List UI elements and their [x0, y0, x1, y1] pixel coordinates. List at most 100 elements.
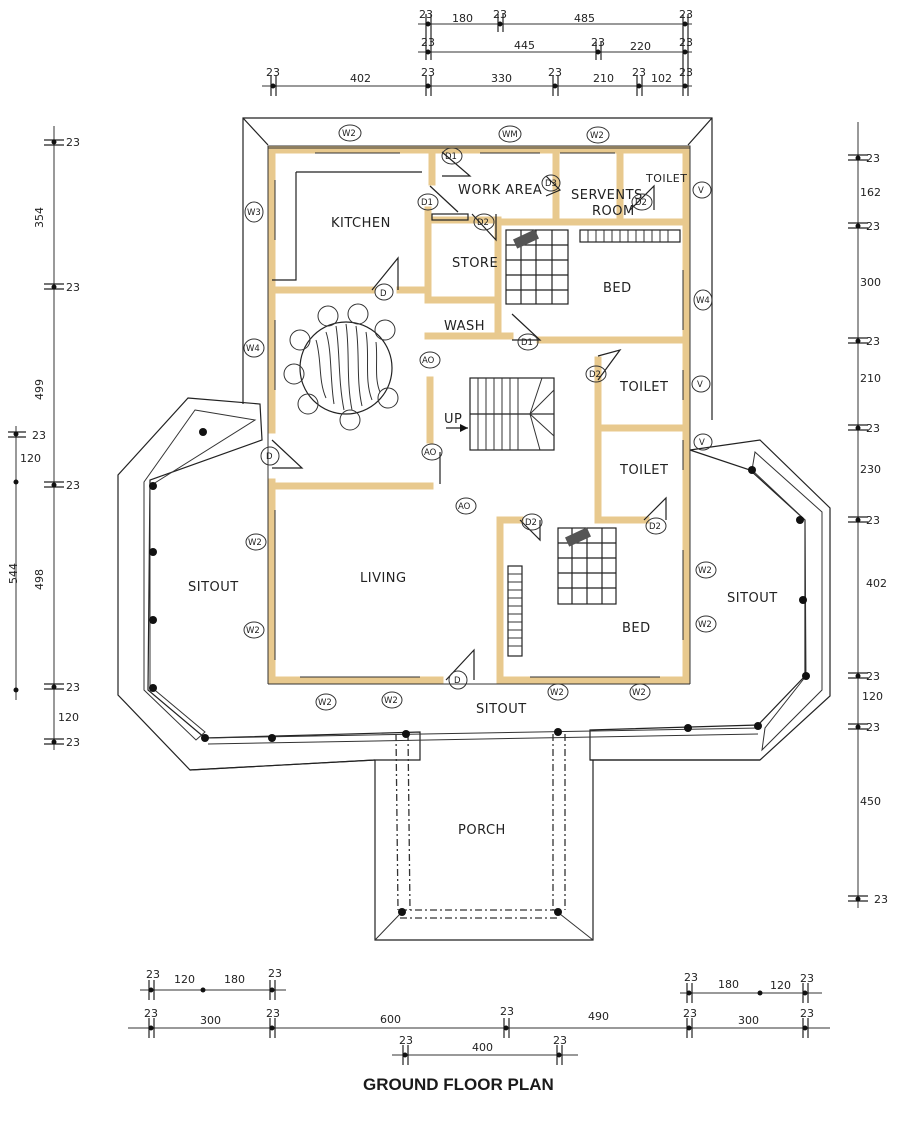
room-label-sitout-left: SITOUT [188, 580, 239, 595]
room-label-toilet-mid: TOILET [619, 380, 668, 395]
tag-label: D2 [477, 218, 489, 228]
window-tag: W2 [547, 683, 569, 701]
tag-label: W2 [698, 620, 712, 630]
room-label-toilet-low: TOILET [619, 463, 668, 478]
arch-tag: AO [455, 497, 477, 515]
dim-label: 23 [591, 36, 605, 49]
dim-label: 485 [574, 12, 595, 25]
dim-label: 23 [419, 8, 433, 21]
tag-label: D2 [635, 198, 647, 208]
dim-label: 402 [866, 577, 887, 590]
room-label-porch: PORCH [458, 823, 506, 838]
opening-tags: W2 WM W2 D1 D1 D2 D3 D2 V W3 W4 D W4 D1 … [243, 124, 717, 711]
left-dimension-lines: 23 354 23 499 23 498 23 120 23 23 120 54… [7, 126, 80, 750]
door-tag: D2 [585, 365, 607, 383]
door-tag: D2 [645, 517, 667, 535]
vent-tag: V [691, 375, 711, 393]
stair-up-label: UP [444, 412, 462, 427]
tag-label: WM [502, 130, 518, 140]
dim-label: 23 [679, 8, 693, 21]
room-labels: KITCHEN WORK AREA SERVENTS ROOM TOILET S… [188, 172, 777, 838]
dim-label: 162 [860, 186, 881, 199]
tag-label: V [699, 438, 705, 448]
tag-label: W2 [632, 688, 646, 698]
dim-label: 300 [860, 276, 881, 289]
vent-tag: V [692, 181, 712, 199]
tag-label: D1 [521, 338, 533, 348]
dim-label: 23 [66, 681, 80, 694]
tag-label: W2 [384, 696, 398, 706]
tag-label: D [454, 676, 461, 686]
dim-label: 498 [33, 569, 46, 590]
dim-label: 300 [738, 1014, 759, 1027]
tag-label: D2 [589, 370, 601, 380]
tag-label: AO [422, 356, 435, 366]
tag-label: D1 [445, 152, 457, 162]
tag-label: D2 [649, 522, 661, 532]
window-tag: W2 [381, 691, 403, 709]
door-tag: D [448, 670, 468, 690]
dim-label: 23 [493, 8, 507, 21]
room-label-bed-top: BED [603, 281, 632, 296]
dim-label: 120 [174, 973, 195, 986]
dim-label: 445 [514, 39, 535, 52]
window-tag: W2 [629, 683, 651, 701]
bottom-dimension-lines: 23 120 180 23 23 180 120 23 23 300 23 60… [128, 967, 830, 1065]
tag-label: V [698, 186, 704, 196]
tag-label: W2 [550, 688, 564, 698]
dim-label: 23 [553, 1034, 567, 1047]
dim-label: 354 [33, 207, 46, 228]
tag-label: V [697, 380, 703, 390]
dim-label: 23 [683, 1007, 697, 1020]
dim-label: 23 [684, 971, 698, 984]
tag-label: D2 [525, 518, 537, 528]
dim-label: 23 [866, 152, 880, 165]
room-label-sitout-front: SITOUT [476, 702, 527, 717]
window-tag: W2 [243, 621, 265, 639]
dim-label: 23 [399, 1034, 413, 1047]
top-dimension-lines: 23 180 23 485 23 23 445 23 220 23 23 402… [262, 8, 693, 96]
window-tag: W2 [586, 126, 610, 144]
room-label-store: STORE [452, 256, 498, 271]
tag-label: W2 [698, 566, 712, 576]
dim-label: 23 [679, 66, 693, 79]
dim-label: 23 [421, 36, 435, 49]
door-tag: D1 [517, 333, 539, 351]
dim-label: 23 [866, 335, 880, 348]
tag-label: D3 [545, 179, 557, 189]
window-tag: W3 [244, 201, 264, 223]
dim-label: 23 [66, 281, 80, 294]
dim-label: 180 [452, 12, 473, 25]
dining-table [283, 303, 399, 431]
dim-label: 23 [66, 736, 80, 749]
dim-label: 180 [224, 973, 245, 986]
room-label-work-area: WORK AREA [458, 183, 542, 198]
tag-label: W2 [246, 626, 260, 636]
dim-label: 400 [472, 1041, 493, 1054]
door-tag: D1 [417, 193, 439, 211]
room-label-kitchen: KITCHEN [331, 216, 391, 231]
tag-label: AO [424, 448, 437, 458]
room-label-servents-room: SERVENTS [571, 188, 643, 203]
room-label-servents-room: ROOM [592, 204, 635, 219]
door-swings [271, 151, 667, 681]
dim-label: 23 [866, 721, 880, 734]
staircase: UP [444, 377, 555, 451]
bed-top-furniture [505, 229, 681, 305]
dim-label: 23 [266, 66, 280, 79]
tag-label: W4 [246, 344, 260, 354]
dim-label: 180 [718, 978, 739, 991]
dim-label: 23 [421, 66, 435, 79]
door-tag: D [374, 283, 394, 301]
dim-label: 402 [350, 72, 371, 85]
dim-label: 23 [266, 1007, 280, 1020]
window-tag: W2 [695, 615, 717, 633]
door-tag: D1 [441, 147, 463, 165]
door-tag: D2 [473, 213, 495, 231]
dim-label: 330 [491, 72, 512, 85]
tag-label: W2 [342, 129, 356, 139]
dim-label: 102 [651, 72, 672, 85]
sitout-columns [149, 428, 810, 742]
door-tag: D2 [521, 513, 543, 531]
